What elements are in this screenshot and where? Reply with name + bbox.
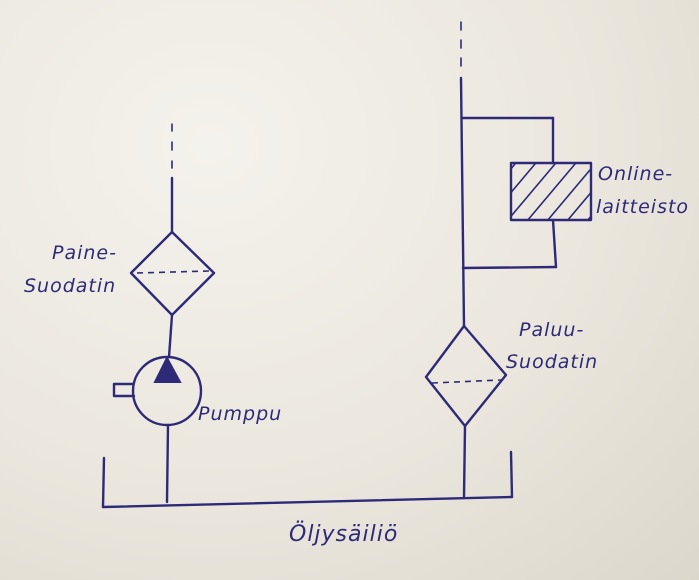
oil-tank	[101, 450, 514, 509]
pressure-filter-label-line1: Paine-	[52, 242, 117, 264]
pressure-line	[165, 123, 174, 504]
return-filter-label-line1: Paluu-	[519, 319, 584, 341]
online-equipment-box	[509, 161, 593, 222]
return-filter-label-line2: Suodatin	[506, 351, 598, 373]
pump-symbol	[112, 355, 203, 427]
return-filter-symbol	[424, 324, 508, 428]
pressure-filter-symbol	[129, 230, 216, 317]
pressure-filter-label-line2: Suodatin	[24, 275, 116, 297]
online-equipment-label-line1: Online-	[598, 163, 673, 185]
online-equipment-loop	[460, 116, 558, 270]
online-equipment-label-line2: laitteisto	[596, 196, 689, 218]
pump-label: Pumppu	[198, 403, 282, 425]
return-line	[459, 21, 467, 499]
oil-tank-label: Öljysäiliö	[289, 521, 398, 547]
